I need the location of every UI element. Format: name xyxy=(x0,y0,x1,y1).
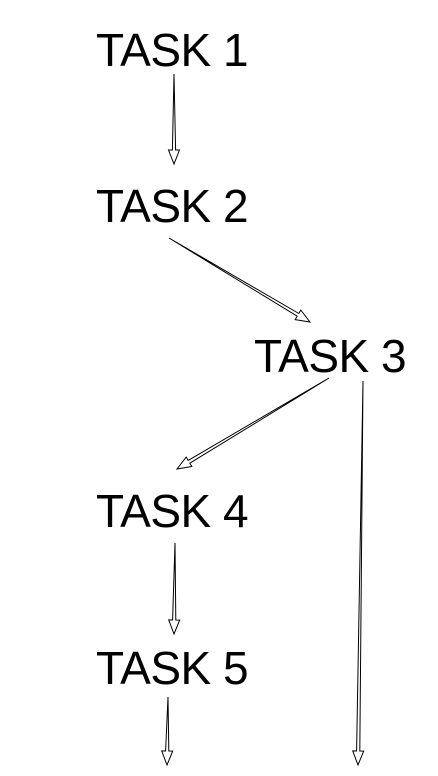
arrow-task3-down xyxy=(351,380,365,767)
task-node-3: TASK 3 xyxy=(254,330,407,382)
arrow-task1-to-task2 xyxy=(167,73,181,166)
task-node-1: TASK 1 xyxy=(96,24,249,76)
arrow-task5-down xyxy=(160,696,174,767)
arrow-task4-to-task5 xyxy=(167,542,181,636)
arrow-task2-to-task3 xyxy=(168,237,312,323)
task-node-2: TASK 2 xyxy=(96,180,249,232)
task-node-5: TASK 5 xyxy=(96,642,249,694)
task-node-4: TASK 4 xyxy=(96,485,249,537)
arrow-task3-to-task4 xyxy=(175,377,330,470)
